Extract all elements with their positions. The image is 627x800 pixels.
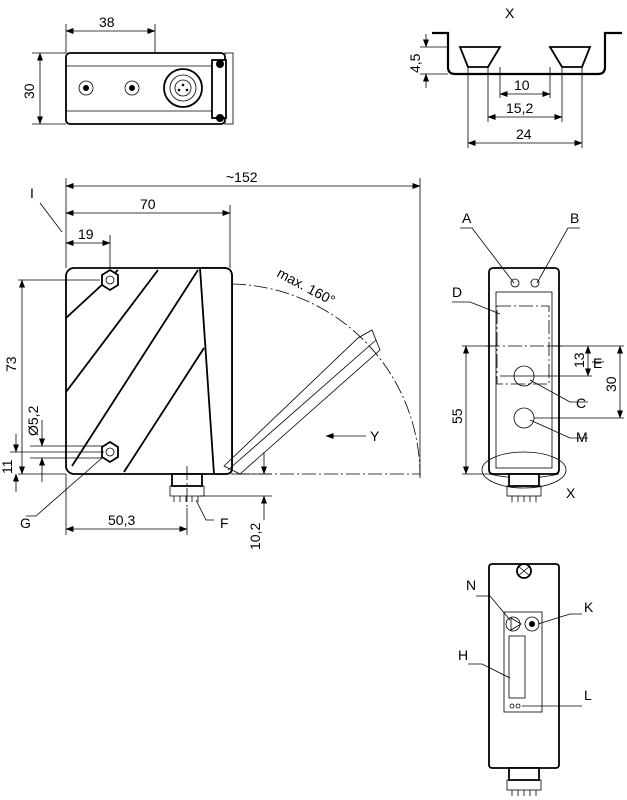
callout-e: E (593, 355, 602, 371)
front-view-label-x: X (566, 485, 576, 501)
view-arrow-y: Y (370, 428, 380, 444)
callout-b: B (570, 210, 579, 226)
callout-a: A (462, 210, 472, 226)
front-dim-13: 13 (571, 352, 587, 368)
connector-position-label: 50,3 (108, 512, 135, 528)
callout-n: N (466, 577, 476, 593)
callout-l: L (584, 687, 592, 703)
back-view (488, 563, 560, 796)
detail-x: X 4,5 10 15,2 24 (407, 5, 622, 148)
offset-label: 19 (78, 226, 94, 242)
callout-g: G (20, 515, 31, 531)
angle-label: max. 160° (275, 265, 338, 309)
front-view: 55 13 30 X (449, 267, 624, 502)
height-label: 73 (3, 356, 19, 372)
callout-m: M (576, 429, 588, 445)
top-width-label: 38 (99, 14, 115, 30)
side-view: ~152 70 19 73 Ø5, (0, 169, 421, 550)
callouts: I A B D C E M F G N K H L (20, 185, 604, 707)
detail-depth-label: 4,5 (407, 53, 423, 73)
connector-depth-label: 10,2 (247, 523, 263, 550)
detail-middle-label: 15,2 (506, 100, 533, 116)
callout-i: I (30, 185, 34, 201)
detail-outer-label: 24 (516, 126, 532, 142)
hole-offset-label: 11 (0, 459, 15, 474)
front-dim-55: 55 (449, 408, 465, 424)
length-label: 70 (140, 196, 156, 212)
callout-k: K (584, 599, 594, 615)
callout-c: C (576, 395, 586, 411)
callout-h: H (458, 647, 468, 663)
detail-inner-label: 10 (514, 77, 530, 93)
callout-f: F (220, 515, 229, 531)
detail-x-title: X (505, 5, 515, 21)
top-height-label: 30 (21, 83, 37, 99)
overall-length-label: ~152 (226, 169, 258, 185)
hole-diameter-label: Ø5,2 (25, 405, 41, 436)
callout-d: D (452, 284, 462, 300)
top-view: 38 30 (21, 14, 234, 125)
front-dim-30: 30 (603, 376, 619, 392)
